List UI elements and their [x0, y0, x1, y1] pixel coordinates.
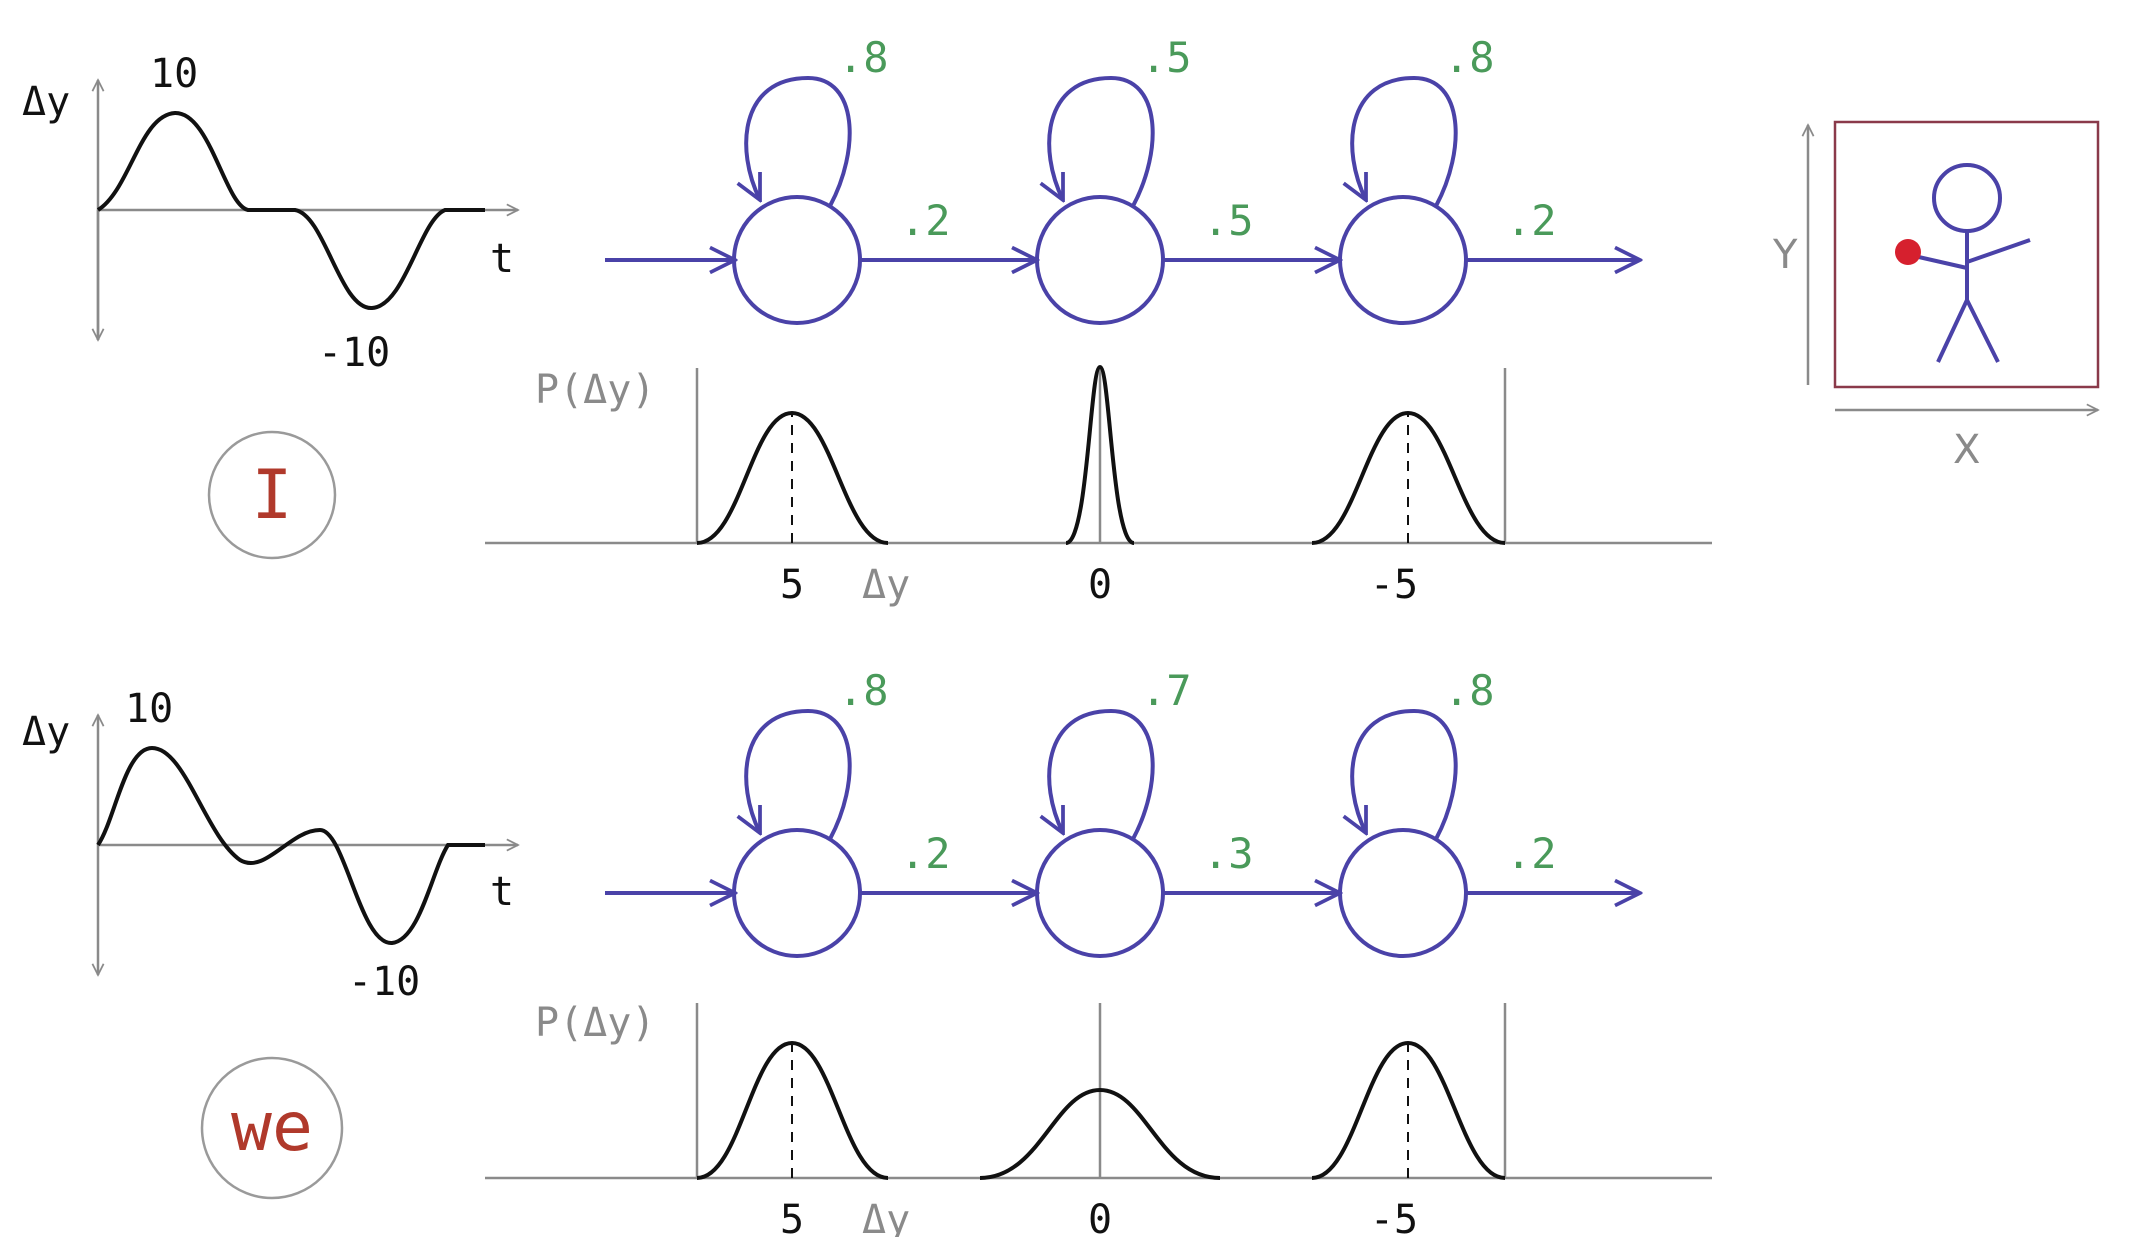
signal-plot: Δy t 10 -10: [22, 51, 518, 376]
signal-trough-label: -10: [348, 959, 420, 1005]
signal-curve: [96, 745, 485, 946]
dist-x-label: Δy: [862, 1197, 910, 1237]
state-2: [1035, 828, 1165, 958]
trans-prob-2: .5: [1203, 196, 1254, 245]
self-prob-3: .8: [1444, 33, 1495, 82]
gaussian-state-2: [1065, 364, 1135, 545]
state-2: [1035, 195, 1165, 325]
self-loop-2: [1049, 75, 1155, 207]
dist-tick-2: 0: [1088, 1197, 1112, 1237]
word-label: I: [252, 456, 293, 535]
self-loop-2: [1049, 708, 1155, 840]
self-prob-1: .8: [838, 666, 889, 715]
trans-prob-1: .2: [900, 829, 951, 878]
hmm-chain: .8 .5 .8 .2 .5 .2: [605, 33, 1640, 325]
self-prob-3: .8: [1444, 666, 1495, 715]
dist-tick-3: -5: [1370, 562, 1418, 608]
hmm-chain: .8 .7 .8 .2 .3 .2: [605, 666, 1640, 958]
self-loop-3: [1352, 708, 1458, 840]
figure-left-leg: [1936, 299, 1969, 363]
stick-figure: [1909, 163, 2031, 363]
trans-prob-3: .2: [1506, 829, 1557, 878]
frame-x-label: X: [1953, 427, 1980, 473]
dist-x-label: Δy: [862, 562, 910, 608]
figure-head: [1932, 163, 2002, 233]
word-circle: [200, 1056, 344, 1200]
gaussian-state-3: [1311, 410, 1506, 545]
state-3: [1338, 195, 1468, 325]
word-badge: we: [200, 1056, 344, 1200]
dist-tick-1: 5: [780, 562, 804, 608]
row-2: Δy t 10 -10 we .8 .7 .8 .2 .3 .: [22, 666, 1712, 1237]
emission-distributions: P(Δy) 5 0 -5 Δy: [485, 1000, 1712, 1237]
figure-right-leg: [1965, 299, 2000, 363]
gaussian-state-1: [696, 1040, 889, 1180]
signal-trough-label: -10: [318, 330, 390, 376]
state-1: [732, 195, 862, 325]
signal-plot: Δy t 10 -10: [22, 686, 518, 1005]
dist-tick-2: 0: [1088, 562, 1112, 608]
dist-y-label: P(Δy): [535, 367, 655, 413]
self-prob-2: .7: [1141, 666, 1192, 715]
trans-prob-1: .2: [900, 196, 951, 245]
dist-tick-3: -5: [1370, 1197, 1418, 1237]
gaussian-state-2: [979, 1087, 1221, 1180]
signal-t-label: t: [490, 236, 514, 282]
word-badge: I: [207, 430, 337, 560]
state-3: [1338, 828, 1468, 958]
word-circle: [207, 430, 337, 560]
trans-prob-3: .2: [1506, 196, 1557, 245]
signal-t-label: t: [490, 869, 514, 915]
self-loop-3: [1352, 75, 1458, 207]
row-1: Δy t 10 -10 I .8 .5 .8 .2 .5 .2: [22, 33, 1712, 608]
frame-y-label: Y: [1772, 232, 1798, 278]
gaussian-state-1: [696, 410, 889, 545]
word-label: we: [231, 1088, 313, 1167]
state-1: [732, 828, 862, 958]
self-loop-1: [746, 75, 852, 207]
signal-peak-label: 10: [125, 686, 173, 732]
dist-y-label: P(Δy): [535, 1000, 655, 1046]
signal-curve: [96, 110, 485, 311]
video-frame: [1833, 120, 2100, 389]
emission-distributions: P(Δy) 5 0 -5 Δy: [485, 364, 1712, 608]
self-prob-1: .8: [838, 33, 889, 82]
tracked-hand-dot: [1895, 239, 1921, 265]
gaussian-state-3: [1311, 1040, 1506, 1180]
figure-right-arm: [1966, 238, 2031, 264]
signal-y-label: Δy: [22, 79, 70, 125]
signal-y-label: Δy: [22, 709, 70, 755]
trans-prob-2: .3: [1203, 829, 1254, 878]
dist-tick-1: 5: [780, 1197, 804, 1237]
signal-peak-label: 10: [150, 51, 198, 97]
self-loop-1: [746, 708, 852, 840]
self-prob-2: .5: [1141, 33, 1192, 82]
gesture-frame-panel: Y X: [1772, 120, 2100, 473]
